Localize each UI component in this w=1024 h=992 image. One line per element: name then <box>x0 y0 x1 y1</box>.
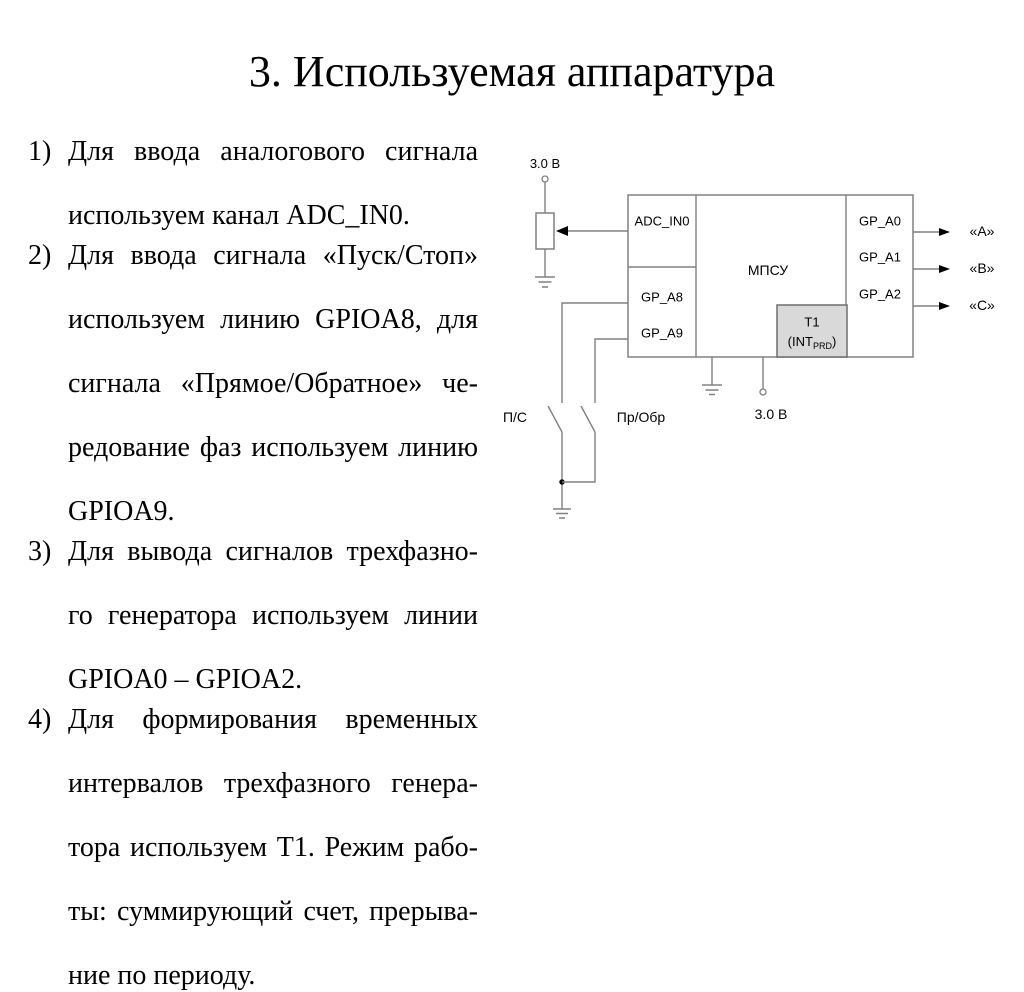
switch-blade-icon <box>580 405 596 433</box>
start-stop-switch: П/С <box>503 302 628 519</box>
phase-outputs: «А» «В» «С» <box>913 223 995 313</box>
list-line: ние по периоду. <box>68 960 256 991</box>
t1-int-prd-label: (INTPRD) <box>788 334 837 351</box>
list-item: 3) Для вывода сигналов трехфазно- го ген… <box>28 536 478 696</box>
page-title: 3. Используемая аппаратура <box>248 47 776 96</box>
list-line: ты: суммирующий счет, прерыва- <box>68 896 478 927</box>
list-line: редование фаз используем линию <box>68 432 478 463</box>
vcc-top-label: 3.0 В <box>530 156 560 171</box>
ground-icon <box>535 276 555 288</box>
phase-a-label: «А» <box>970 223 995 239</box>
list-line: тора используем Т1. Режим рабо- <box>68 832 478 863</box>
slide: 3. Используемая аппаратура 1) Для ввода … <box>28 47 996 991</box>
start-stop-switch-label: П/С <box>503 409 527 425</box>
mpsu-label: МПСУ <box>748 262 788 278</box>
fwd-rev-switch-label: Пр/Обр <box>617 409 666 425</box>
gp-a2-pin-label: GP_A2 <box>859 287 901 302</box>
gp-a0-pin-label: GP_A0 <box>859 214 901 229</box>
terminal-icon <box>759 388 767 396</box>
fwd-rev-switch: Пр/Обр <box>562 338 666 483</box>
ground-icon <box>553 508 571 519</box>
resistor-icon <box>535 212 555 250</box>
gp-a8-pin-label: GP_A8 <box>641 290 683 305</box>
list-line: Для вывода сигналов трехфазно- <box>68 536 478 567</box>
list-number: 4) <box>28 704 52 735</box>
mpsu-ground <box>702 357 722 396</box>
list-line: Для ввода аналогового сигнала <box>68 136 478 167</box>
adc-in0-arrow-icon <box>556 226 628 236</box>
list-number: 2) <box>28 240 52 271</box>
gp-a9-pin-label: GP_A9 <box>641 326 683 341</box>
list-number: 3) <box>28 536 52 567</box>
t1-timer-block: Т1 (INTPRD) <box>776 304 848 358</box>
ground-icon <box>702 384 722 396</box>
list-line: используем линию GPIOA8, для <box>68 304 478 335</box>
list-item: 1) Для ввода аналогового сигнала использ… <box>28 136 478 232</box>
potentiometer: 3.0 В <box>530 156 560 288</box>
mpsu-block: ADC_IN0 GP_A8 GP_A9 МПСУ GP_A0 GP_A1 GP_… <box>627 194 914 358</box>
phase-c-label: «С» <box>969 297 995 313</box>
list-line: GPIOA9. <box>68 496 175 527</box>
list-line: Для ввода сигнала «Пуск/Стоп» <box>68 240 478 271</box>
circuit-diagram: 3.0 В ADC_IN0 GP_A8 GP_A9 МПСУ <box>503 156 995 519</box>
list-item: 2) Для ввода сигнала «Пуск/Стоп» использ… <box>28 240 478 528</box>
list-line: сигнала «Прямое/Обратное» че- <box>68 368 478 399</box>
list-line: го генератора используем линии <box>68 600 478 631</box>
terminal-icon <box>541 175 549 183</box>
list-line: GPIOA0 – GPIOA2. <box>68 664 303 695</box>
list-line: используем канал ADC_IN0. <box>68 200 410 231</box>
gp-a1-pin-label: GP_A1 <box>859 250 901 265</box>
list-line: Для формирования временных <box>68 704 478 735</box>
list-line: интервалов трехфазного генера- <box>68 768 478 799</box>
hardware-list: 1) Для ввода аналогового сигнала использ… <box>28 136 478 992</box>
switch-blade-icon <box>547 405 563 433</box>
phase-b-label: «В» <box>970 260 995 276</box>
t1-label: Т1 <box>804 315 819 330</box>
adc-in0-pin-label: ADC_IN0 <box>635 214 690 229</box>
list-number: 1) <box>28 136 52 167</box>
list-item: 4) Для формирования временных интервалов… <box>28 704 478 992</box>
vcc-bottom-label: 3.0 В <box>755 406 788 422</box>
vcc-bottom: 3.0 В <box>755 357 788 422</box>
